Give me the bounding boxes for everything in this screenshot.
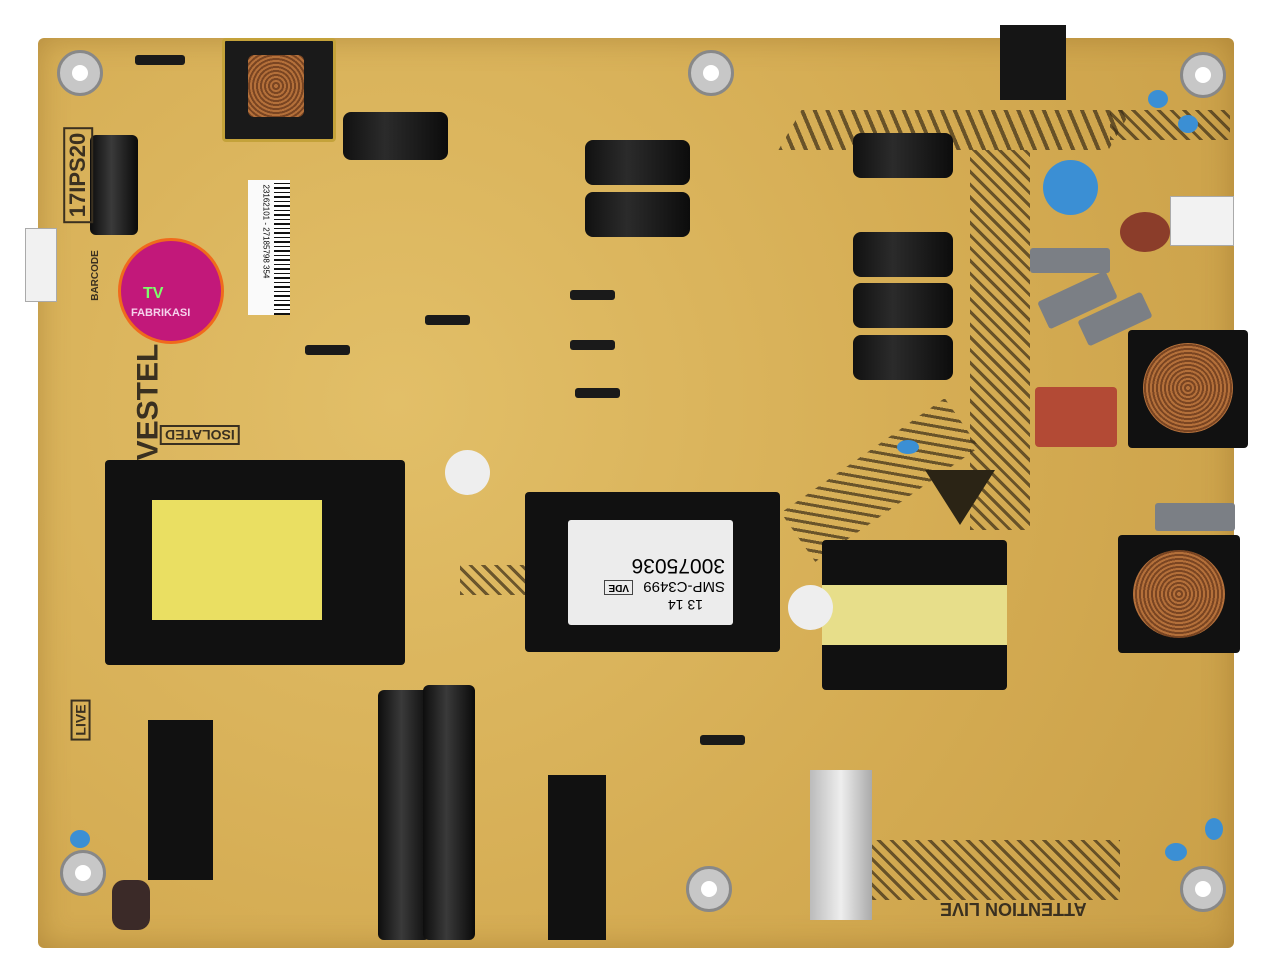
hatch-area (778, 110, 1132, 150)
diode (113, 55, 207, 65)
barcode-silkscreen: BARCODE (89, 250, 101, 301)
transformer-model: SMP-C3499 (643, 578, 725, 595)
diode (548, 290, 637, 300)
heatsink (548, 775, 606, 940)
ceramic-capacitor (1178, 115, 1198, 133)
capacitor (853, 283, 953, 328)
copper-coil (1133, 550, 1225, 638)
capacitor (853, 335, 953, 380)
inductor-tape (822, 585, 1007, 645)
barcode-number: 23162101 - 27185798 354 (261, 184, 271, 279)
mounting-hole (686, 866, 732, 912)
x-capacitor (1030, 248, 1110, 273)
output-connector (1000, 25, 1066, 100)
capacitor-top (445, 450, 490, 495)
copper-coil (248, 55, 304, 117)
x-capacitor (1155, 503, 1235, 531)
diode (553, 388, 642, 398)
capacitor-top (788, 585, 833, 630)
capacitor (853, 133, 953, 178)
ceramic-capacitor (897, 440, 919, 454)
attention-live-warning: ATTENTION LIVE (940, 899, 1087, 919)
capacitor (90, 135, 138, 235)
capacitor (585, 192, 690, 237)
capacitor-450v (378, 690, 430, 940)
diode (283, 345, 372, 355)
mounting-hole (688, 50, 734, 96)
high-voltage-warning-icon (925, 470, 995, 525)
ceramic-capacitor (70, 830, 90, 848)
hatch-area (970, 150, 1030, 530)
date-code: 13 14 (667, 597, 703, 613)
diode (403, 315, 492, 325)
isolated-label: ISOLATED (160, 425, 240, 445)
barcode-sticker: 23162101 - 27185798 354 (248, 180, 290, 315)
ceramic-capacitor (1148, 90, 1168, 108)
diode (548, 340, 637, 350)
transformer-core-tape (152, 500, 322, 620)
mounting-hole (57, 50, 103, 96)
capacitor (112, 880, 150, 930)
part-number: 30075036 (631, 554, 725, 577)
live-label: LIVE (70, 699, 91, 741)
transformer-label: VDE 30075036 SMP-C3499 13 14 (568, 520, 733, 625)
capacitor (343, 112, 448, 160)
diode (678, 735, 767, 745)
mounting-hole (60, 850, 106, 896)
ceramic-capacitor (1205, 818, 1223, 840)
mounting-hole (1180, 866, 1226, 912)
copper-coil (1143, 343, 1233, 433)
hatch-area (1110, 110, 1230, 140)
capacitor (853, 232, 953, 277)
varistor (1043, 160, 1098, 215)
logo-text: TV (143, 285, 164, 302)
tv-fabrikasi-logo: TV FABRIKASI (118, 238, 224, 344)
thermistor (1120, 212, 1170, 252)
vde-mark: VDE (604, 580, 633, 595)
aluminum-heatsink (810, 770, 872, 920)
ac-input-connector (1170, 196, 1234, 246)
logo-text: FABRIKASI (131, 307, 191, 319)
mounting-hole (1180, 52, 1226, 98)
model-silkscreen: 17IPS20 (63, 126, 94, 224)
ceramic-capacitor (1165, 843, 1187, 861)
hatch-area (860, 840, 1120, 900)
capacitor-450v (423, 685, 475, 940)
heatsink (148, 720, 213, 880)
hatch-area (460, 565, 530, 595)
output-connector (25, 228, 57, 302)
film-capacitor (1035, 387, 1117, 447)
capacitor (585, 140, 690, 185)
